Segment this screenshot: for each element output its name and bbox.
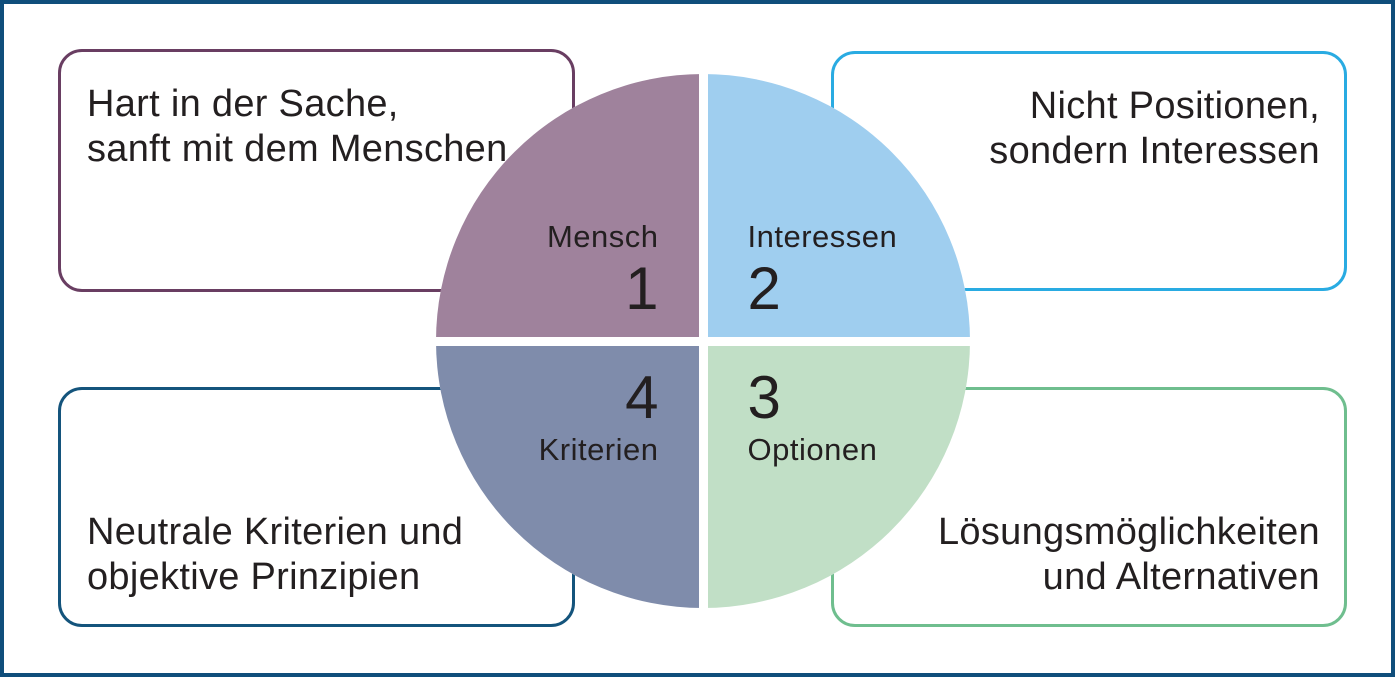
- quadrant-number: 2: [747, 254, 781, 322]
- principle-text-line: sanft mit dem Menschen: [87, 128, 508, 170]
- principle-text-line: Lösungsmöglichkeiten: [937, 511, 1320, 553]
- quadrant-number: 4: [625, 363, 659, 431]
- quadrant-number: 1: [625, 254, 659, 322]
- principle-box-top-right: Nicht Positionen, sondern Interessen: [831, 51, 1347, 291]
- quadrant-label: Kriterien: [538, 431, 659, 467]
- quadrant-label: Optionen: [747, 431, 878, 467]
- quadrant-interessen: Interessen 2: [707, 74, 970, 337]
- principle-text-line: Hart in der Sache,: [87, 83, 399, 125]
- principle-text-line: Nicht Positionen,: [1029, 85, 1320, 127]
- quadrant-number: 3: [747, 363, 781, 431]
- principle-text-line: und Alternativen: [1042, 556, 1320, 598]
- principle-box-top-left: Hart in der Sache, sanft mit dem Mensche…: [58, 49, 575, 292]
- principle-text-line: objektive Prinzipien: [87, 556, 421, 598]
- principle-box-bottom-left: Neutrale Kriterien und objektive Prinzip…: [58, 387, 575, 627]
- principle-text-line: sondern Interessen: [989, 130, 1320, 172]
- quadrant-circle: Mensch 1 Interessen 2 4 Kriterien 3 Opti…: [436, 74, 970, 608]
- principle-text-line: Neutrale Kriterien und: [87, 511, 464, 553]
- quadrant-label: Interessen: [747, 218, 898, 254]
- quadrant-label: Mensch: [546, 218, 659, 254]
